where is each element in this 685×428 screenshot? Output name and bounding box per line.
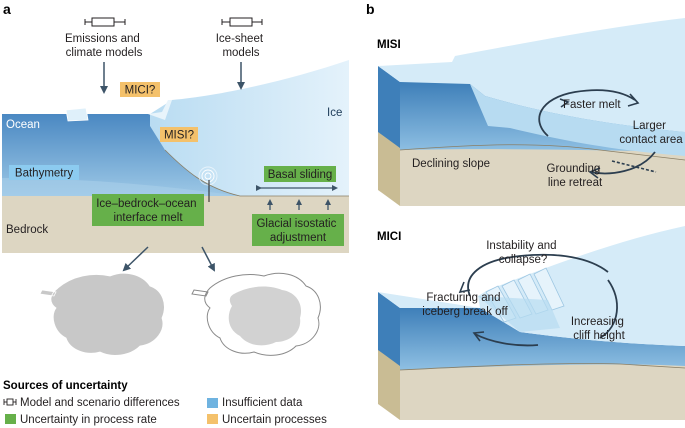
gia-tag: Glacial isostatic adjustment — [252, 214, 344, 246]
map-arrow-left — [122, 246, 149, 272]
ice-cliff — [148, 100, 172, 120]
mici-bed-line — [399, 363, 685, 371]
svg-text:Basal sliding: Basal sliding — [268, 169, 333, 181]
svg-text:Glacial isostatic adju: Glacial isostatic adjustment — [256, 218, 339, 244]
bed-line — [164, 149, 349, 197]
legend-title: Sources of uncertainty — [3, 380, 128, 392]
panel-b-letter: b — [366, 1, 375, 17]
mici-title: MICI — [377, 231, 401, 243]
mici-instability: Instability and collapse? — [486, 240, 560, 266]
mici-ocean-front — [400, 308, 685, 370]
boxplot-icon — [3, 398, 17, 406]
ice-label: Ice — [327, 107, 342, 119]
ice-sheet — [150, 60, 349, 196]
legend-item-process-label: Uncertain processes — [222, 414, 327, 426]
mici-cycle-arc-right — [599, 279, 618, 339]
misi-ice-top — [378, 18, 685, 132]
misi-ice-face — [455, 56, 685, 156]
misi-arrowhead-2 — [627, 93, 640, 107]
misi-grounding-retreat: Grounding line retreat — [547, 163, 604, 189]
misi-larger-contact: Larger contact area — [619, 120, 683, 146]
misi-arrowhead-3 — [588, 167, 601, 179]
mici-cliff-height: Increasing cliff height — [571, 316, 627, 342]
panel-b: b MISI Faster melt Larger — [366, 1, 685, 420]
svg-text:MICI?: MICI? — [125, 85, 156, 97]
mici-cycle-arc-bottom — [474, 333, 539, 347]
panel-a-letter: a — [3, 1, 11, 17]
svg-text:Bathymetry: Bathymetry — [15, 168, 73, 180]
legend-item-data-label: Insufficient data — [222, 397, 303, 409]
misi-arrowhead-1 — [559, 98, 570, 108]
misi-cycle-arc-bottom — [589, 151, 656, 175]
mici-ocean-side — [378, 292, 400, 366]
misi-declining-slope: Declining slope — [412, 158, 490, 170]
misi-bed-line — [399, 144, 685, 161]
legend-swatch-yellow — [207, 414, 218, 424]
antarctica-map-grey — [39, 272, 165, 356]
legend-item-model-label: Model and scenario differences — [20, 397, 180, 409]
bedrock-label: Bedrock — [6, 224, 48, 236]
icesheet-label: Ice-sheet models — [216, 33, 267, 59]
bathymetry-tag: Bathymetry — [9, 165, 79, 180]
legend-swatch-green — [5, 414, 16, 424]
melt-swirl-icon — [198, 166, 218, 186]
map-arrow-right — [201, 246, 215, 272]
misi-cycle-arc-top — [538, 89, 636, 137]
panel-a: a Emissions and — [2, 1, 349, 356]
misi-block: MISI Faster melt Larger contact area — [377, 18, 685, 206]
legend-swatch-blue — [207, 398, 218, 408]
mici-cliff-face — [478, 296, 560, 332]
mici-arrowhead-2 — [472, 331, 485, 342]
mici-fracturing: Fracturing and iceberg break off — [422, 292, 508, 318]
mici-block: MICI In — [377, 226, 685, 420]
svg-text:Ice–bedrock–ocean inte: Ice–bedrock–ocean interface melt — [96, 198, 200, 224]
mici-tag: MICI? — [120, 82, 160, 97]
legend: Sources of uncertainty Model and scenari… — [3, 380, 327, 426]
ocean-label: Ocean — [6, 119, 40, 131]
misi-retreat-line — [611, 160, 657, 173]
iceberg — [65, 107, 89, 122]
basal-sliding-tag: Basal sliding — [264, 166, 336, 182]
misi-title: MISI — [377, 39, 401, 51]
misi-tag: MISI? — [160, 127, 198, 142]
boxplot-icon-emissions — [84, 17, 126, 27]
bathymetry-band — [2, 178, 240, 196]
gia-arrows — [267, 199, 331, 210]
svg-text:MISI?: MISI? — [164, 130, 194, 142]
mici-cycle-arc-top — [467, 253, 609, 297]
antarctica-map-interior — [228, 286, 302, 346]
misi-ocean-side — [378, 66, 400, 148]
misi-faster-melt: Faster melt — [563, 99, 621, 111]
boxplot-icon-icesheet — [221, 17, 263, 27]
emissions-label: Emissions and climate models — [65, 33, 143, 59]
interface-melt-tag: Ice–bedrock–ocean interface melt — [92, 194, 204, 226]
mici-arrowhead-1 — [458, 281, 471, 294]
legend-item-rate-label: Uncertainty in process rate — [20, 414, 157, 426]
